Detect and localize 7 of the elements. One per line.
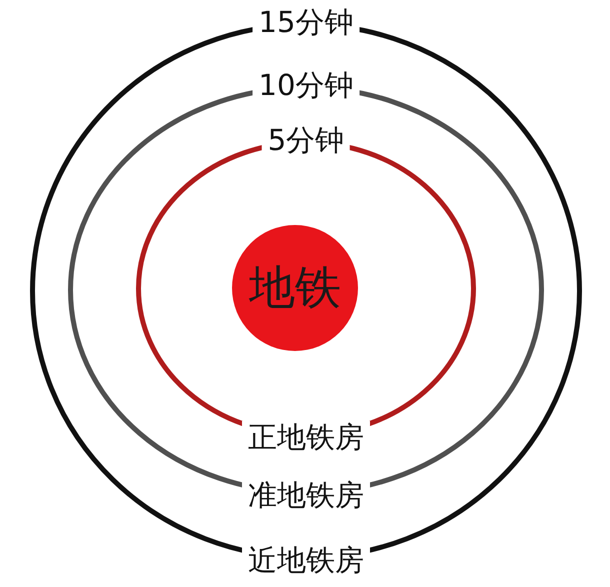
zone-label: 近地铁房 xyxy=(242,544,370,576)
walk-time-label: 15分钟 xyxy=(252,6,360,38)
walk-time-label: 5分钟 xyxy=(262,124,350,156)
zone-label: 准地铁房 xyxy=(242,479,370,511)
subway-label: 地铁 xyxy=(249,259,341,316)
walk-time-label: 10分钟 xyxy=(252,69,360,101)
zone-label: 正地铁房 xyxy=(242,421,370,453)
